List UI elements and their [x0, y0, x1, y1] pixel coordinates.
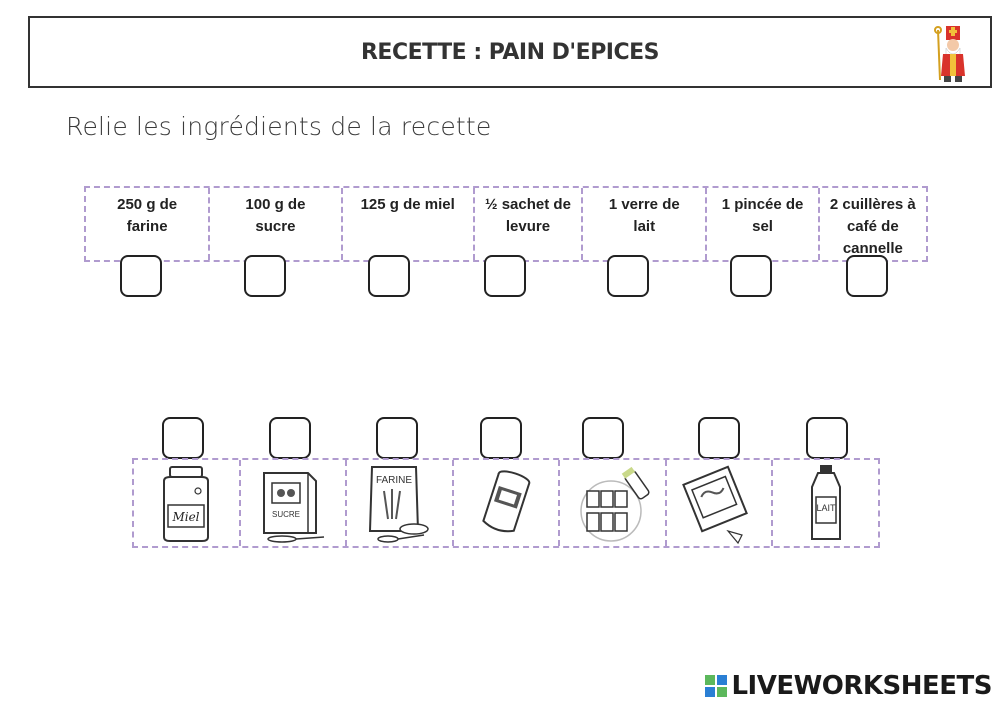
bottom-match-box-3[interactable]	[376, 417, 418, 459]
honey-label: Miel	[172, 510, 200, 524]
bottom-match-box-7[interactable]	[806, 417, 848, 459]
top-match-box-6[interactable]	[730, 255, 772, 297]
top-match-box-2[interactable]	[244, 255, 286, 297]
liveworksheets-logo-icon	[705, 675, 728, 697]
liveworksheets-brand: LIVEWORKSHEETS	[705, 671, 992, 701]
brand-name: LIVEWORKSHEETS	[731, 671, 992, 701]
cinnamon-jars-icon	[579, 466, 650, 542]
sugar-label: SUCRE	[272, 510, 300, 519]
top-match-box-4[interactable]	[484, 255, 526, 297]
top-match-box-1[interactable]	[120, 255, 162, 297]
label-sucre: 100 g de sucre	[210, 188, 343, 260]
bottom-match-box-1[interactable]	[162, 417, 204, 459]
bottom-match-box-2[interactable]	[269, 417, 311, 459]
salt-packet-icon	[682, 465, 749, 545]
label-levure: ½ sachet de levure	[475, 188, 584, 260]
image-cell-sel	[667, 460, 774, 546]
flour-label: FARINE	[376, 475, 412, 486]
label-lait: 1 verre de lait	[583, 188, 708, 260]
honey-jar-icon: Miel	[163, 466, 210, 542]
yeast-can-icon	[482, 470, 531, 533]
ingredient-images-row: Miel SUCRE FARINE	[132, 458, 880, 548]
instruction-text: Relie les ingrédients de la recette	[66, 112, 492, 141]
bottom-match-box-4[interactable]	[480, 417, 522, 459]
top-match-box-5[interactable]	[607, 255, 649, 297]
bottom-match-box-5[interactable]	[582, 417, 624, 459]
image-cell-cannelle	[560, 460, 667, 546]
top-match-box-3[interactable]	[368, 255, 410, 297]
image-cell-miel: Miel	[134, 460, 241, 546]
page-title: RECETTE : PAIN D'EPICES	[360, 40, 660, 65]
recipe-labels-row: 250 g de farine 100 g de sucre 125 g de …	[84, 186, 928, 262]
image-cell-sucre: SUCRE	[241, 460, 348, 546]
top-match-box-7[interactable]	[846, 255, 888, 297]
image-cell-lait: LAIT	[773, 460, 878, 546]
flour-bag-icon: FARINE	[369, 466, 430, 543]
label-sel: 1 pincée de sel	[707, 188, 820, 260]
title-box: RECETTE : PAIN D'EPICES	[28, 16, 992, 88]
saint-nicholas-icon	[934, 26, 965, 82]
label-cannelle: 2 cuillères à café de cannelle	[829, 196, 916, 257]
label-miel: 125 g de miel	[343, 188, 475, 260]
sugar-box-icon: SUCRE	[262, 472, 324, 543]
image-cell-farine: FARINE	[347, 460, 454, 546]
bottom-match-box-6[interactable]	[698, 417, 740, 459]
label-farine: 250 g de farine	[86, 188, 211, 260]
image-cell-levure	[454, 460, 561, 546]
milk-label: LAIT	[816, 503, 836, 513]
milk-bottle-icon: LAIT	[810, 465, 841, 540]
